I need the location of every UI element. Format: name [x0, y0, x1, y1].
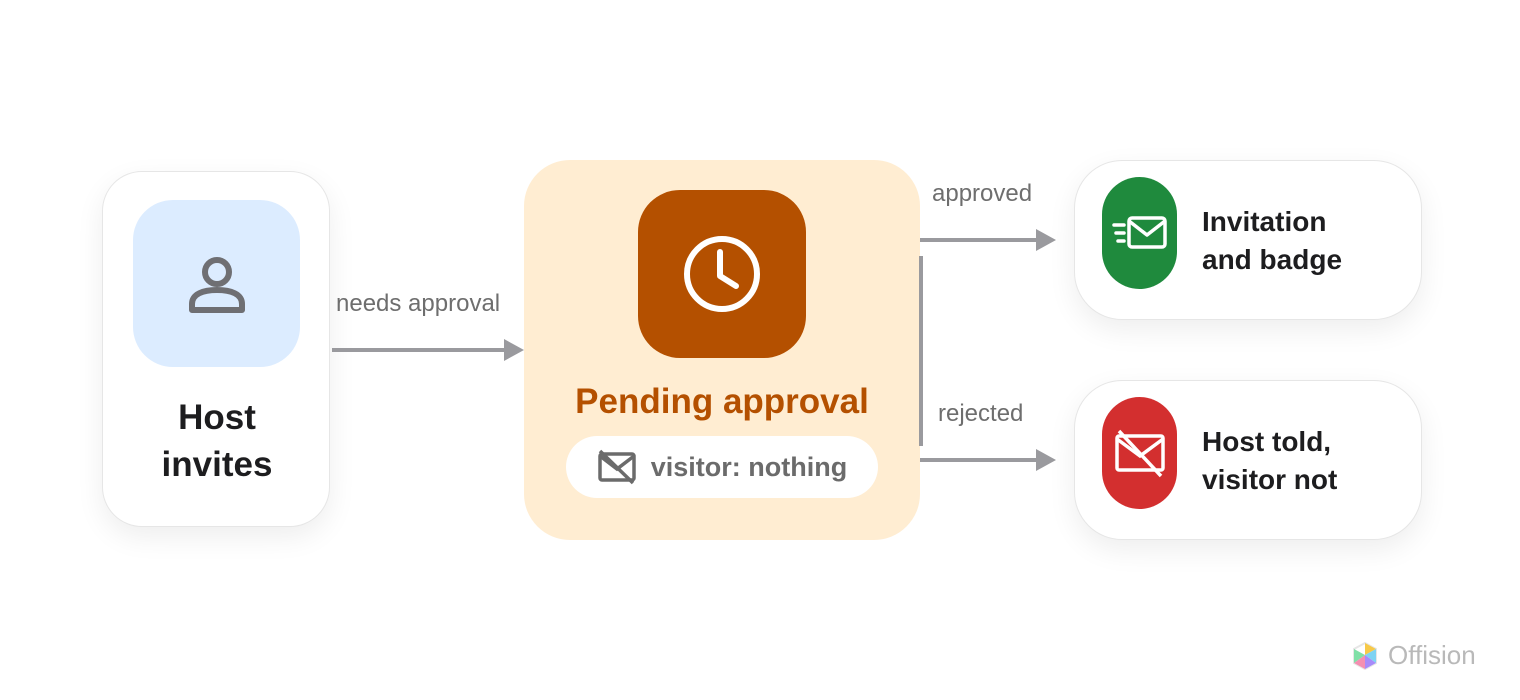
branch-arrows — [919, 229, 1056, 471]
rejected-result-node: Host told, visitor not — [1074, 380, 1422, 540]
edge-label-approved: approved — [932, 180, 1033, 207]
offision-logo-icon — [1353, 641, 1377, 670]
pending-approval-node: Pending approval visitor: nothing — [524, 160, 920, 540]
person-icon — [188, 256, 245, 313]
pending-icon-tile — [638, 190, 806, 358]
host-title-line2: invites — [161, 445, 273, 484]
host-title: Host invites — [103, 394, 331, 488]
approved-result-node: Invitation and badge — [1074, 160, 1422, 320]
rejected-icon-tile — [1102, 397, 1177, 509]
approved-result-line2: and badge — [1202, 244, 1343, 275]
mail-send-icon — [1111, 216, 1167, 249]
pending-title: Pending approval — [575, 382, 869, 421]
host-icon-tile — [133, 200, 300, 367]
visitor-status-pill: visitor: nothing — [566, 436, 878, 498]
mail-off-icon — [1114, 429, 1165, 478]
brand-name: Offision — [1388, 640, 1476, 670]
edge-label-rejected: rejected — [938, 400, 1024, 427]
rejected-result-line1: Host told, — [1202, 426, 1332, 457]
approved-result-text: Invitation and badge — [1202, 203, 1342, 279]
clock-icon — [684, 236, 760, 312]
host-title-line1: Host — [178, 398, 256, 437]
brand-watermark: Offision — [1352, 640, 1476, 671]
rejected-result-text: Host told, visitor not — [1202, 423, 1337, 499]
visitor-status-label: visitor: nothing — [650, 451, 848, 482]
edge-label-needs-approval: needs approval — [336, 290, 501, 317]
rejected-result-line2: visitor not — [1202, 464, 1338, 495]
approved-icon-tile — [1102, 177, 1177, 289]
host-invites-node: Host invites — [102, 171, 330, 527]
arrow-needs-approval — [332, 339, 524, 361]
approved-result-line1: Invitation — [1202, 206, 1327, 237]
mail-off-icon — [598, 449, 636, 485]
